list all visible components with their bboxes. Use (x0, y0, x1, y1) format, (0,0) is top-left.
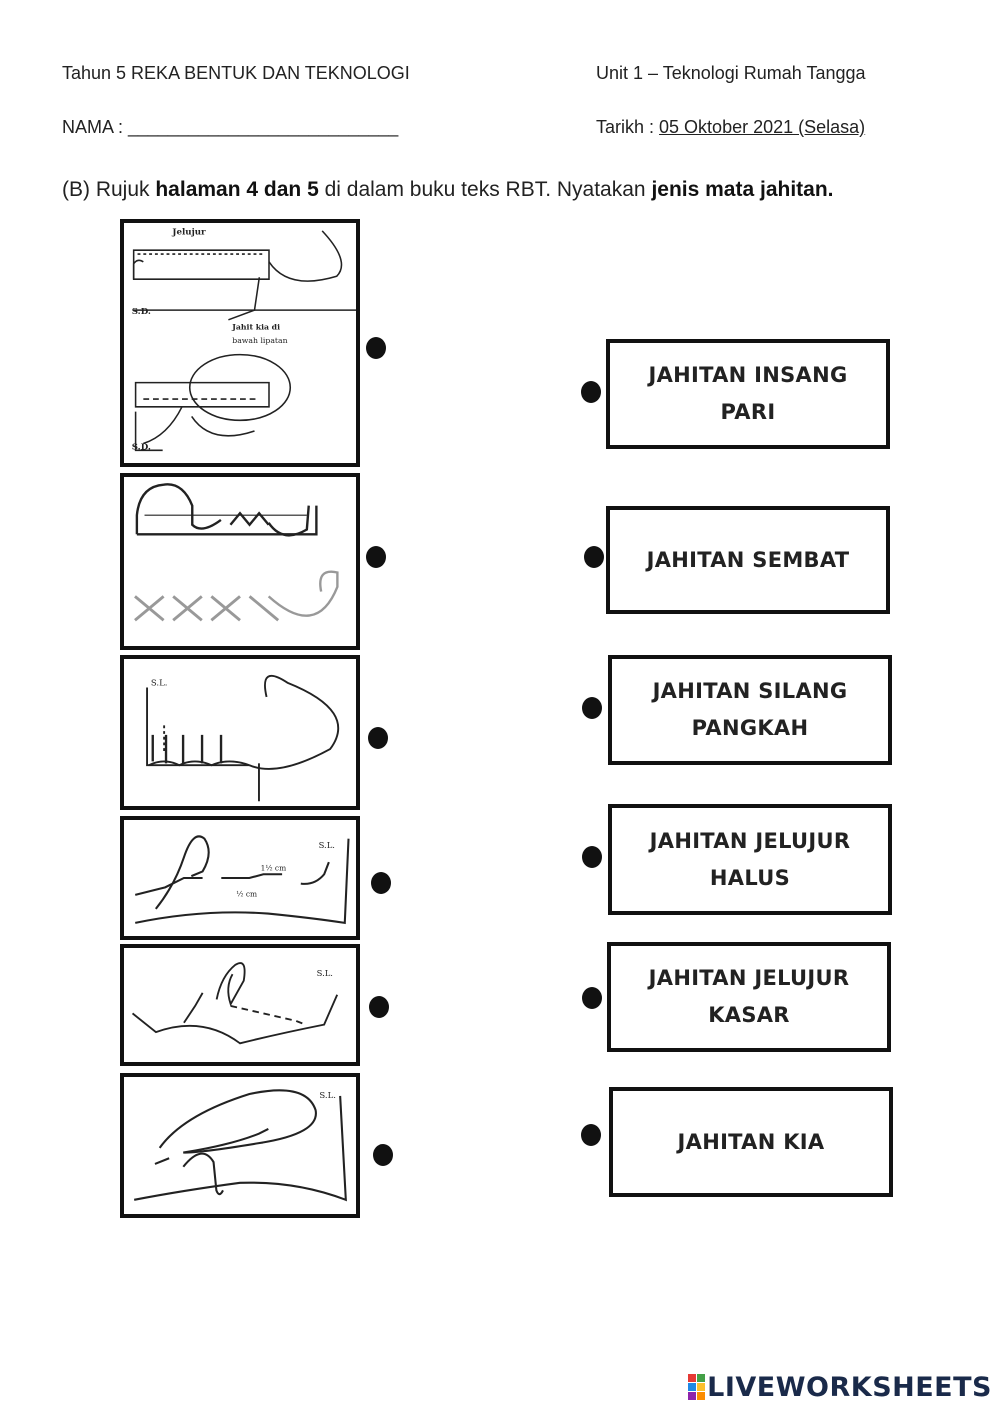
match-dot-right-5[interactable] (582, 987, 602, 1009)
match-dot-left-2[interactable] (366, 546, 386, 568)
picture-2-stitch-diagram (120, 473, 360, 650)
picture-5-stitch-diagram: S.L. (120, 944, 360, 1066)
picture-3-drawing: S.L. (146, 674, 340, 802)
picture-2-drawing (134, 483, 339, 622)
picture-3-label-1: S.L. (151, 679, 168, 689)
picture-4-label-1: S.L. (319, 840, 335, 850)
picture-1-label-1: Jelujur (171, 228, 206, 238)
answer-box-jelujur-kasar[interactable]: JAHITAN JELUJUR KASAR (607, 942, 891, 1052)
answer-box-jelujur-halus[interactable]: JAHITAN JELUJUR HALUS (608, 804, 892, 915)
picture-3-stitch-diagram: S.L. (120, 655, 360, 810)
answer-box-insang-pari[interactable]: JAHITAN INSANG PARI (606, 339, 890, 449)
answer-3-line-1: JAHITAN SILANG (652, 679, 848, 703)
picture-4-stitch-diagram: S.L. 1½ cm ½ cm (120, 816, 360, 940)
answer-4-line-2: HALUS (709, 865, 791, 890)
picture-1-stitch-diagram: Jelujur S.D. Jahit kia di bawah lipatan … (120, 219, 360, 467)
instruction-bold-task: jenis mata jahitan. (651, 178, 834, 201)
date-value: 05 Oktober 2021 (Selasa) (659, 117, 866, 137)
picture-6-label-1: S.L. (319, 1091, 336, 1101)
match-dot-left-5[interactable] (369, 996, 389, 1018)
picture-1-label-2: S.D. (132, 307, 151, 317)
subject-title: Tahun 5 REKA BENTUK DAN TEKNOLOGI (62, 63, 410, 83)
picture-5-drawing: S.L. (131, 962, 339, 1045)
picture-1-drawing: Jelujur S.D. Jahit kia di bawah lipatan … (132, 228, 356, 452)
match-dot-right-1[interactable] (581, 381, 601, 403)
match-dot-left-3[interactable] (368, 727, 388, 749)
answer-6-line-1: JAHITAN KIA (677, 1129, 825, 1154)
instruction-prefix: (B) Rujuk (62, 178, 156, 201)
logo-mark-icon (688, 1374, 706, 1400)
picture-1-label-5: S.D. (132, 442, 151, 452)
match-dot-left-4[interactable] (371, 872, 391, 894)
answer-box-silang-pangkah[interactable]: JAHITAN SILANG PANGKAH (608, 655, 892, 765)
match-dot-left-1[interactable] (366, 337, 386, 359)
date-field: Tarikh : 05 Oktober 2021 (Selasa) (596, 117, 865, 138)
picture-4-label-3: ½ cm (236, 890, 257, 899)
picture-4-drawing: S.L. 1½ cm ½ cm (134, 835, 350, 925)
match-dot-right-3[interactable] (582, 697, 602, 719)
instruction-middle: di dalam buku teks RBT. Nyatakan (318, 178, 652, 201)
answer-3-line-2: PANGKAH (691, 716, 809, 740)
picture-6-drawing: S.L. (133, 1089, 347, 1202)
answer-2-line-1: JAHITAN SEMBAT (646, 547, 850, 572)
match-dot-left-6[interactable] (373, 1144, 393, 1166)
liveworksheets-logo: LIVEWORKSHEETS (688, 1369, 992, 1405)
picture-1-label-4: bawah lipatan (232, 336, 287, 345)
logo-text: LIVEWORKSHEETS (707, 1371, 992, 1403)
name-field-label: NAMA : ___________________________ (62, 117, 399, 137)
answer-5-line-2: KASAR (708, 1003, 790, 1027)
match-dot-right-4[interactable] (582, 846, 602, 868)
answer-4-line-1: JAHITAN JELUJUR (649, 828, 851, 853)
instruction-bold-pages: halaman 4 dan 5 (155, 178, 319, 201)
answer-1-line-2: PARI (720, 400, 776, 424)
match-dot-right-2[interactable] (584, 546, 604, 568)
answer-1-line-1: JAHITAN INSANG (648, 363, 848, 387)
date-label: Tarikh : (596, 117, 660, 137)
picture-5-label-1: S.L. (317, 968, 333, 978)
answer-5-line-1: JAHITAN JELUJUR (648, 966, 850, 990)
answer-box-kia[interactable]: JAHITAN KIA (609, 1087, 893, 1197)
picture-1-label-3: Jahit kia di (231, 322, 280, 331)
picture-4-label-2: 1½ cm (261, 864, 287, 873)
unit-title: Unit 1 – Teknologi Rumah Tangga (596, 63, 866, 83)
answer-box-sembat[interactable]: JAHITAN SEMBAT (606, 506, 890, 614)
picture-6-stitch-diagram: S.L. (120, 1073, 360, 1218)
match-dot-right-6[interactable] (581, 1124, 601, 1146)
instruction-text: (B) Rujuk halaman 4 dan 5 di dalam buku … (62, 178, 834, 202)
